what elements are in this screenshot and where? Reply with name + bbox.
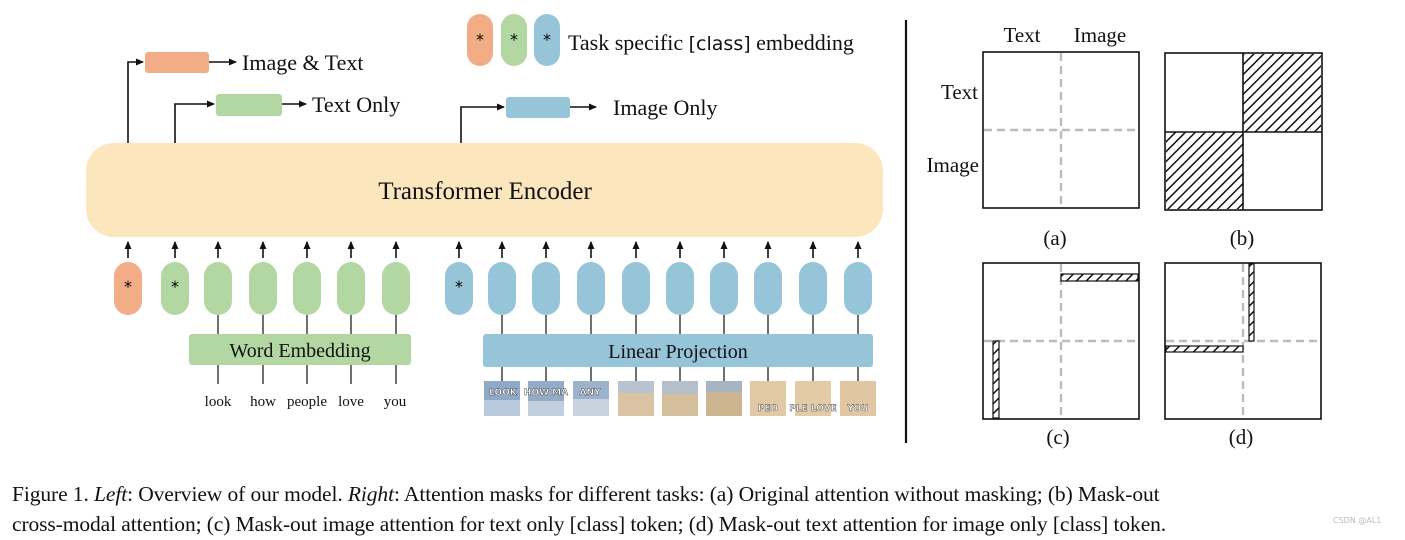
patch-token bbox=[710, 262, 738, 315]
legend: * * * Task specific [class] embedding bbox=[467, 14, 854, 66]
mask-label-c: (c) bbox=[1046, 425, 1069, 449]
output-text-only: Text Only bbox=[174, 92, 400, 145]
svg-text:*: * bbox=[543, 30, 551, 49]
word: look bbox=[205, 394, 232, 410]
word-list: look how people love you bbox=[205, 394, 407, 410]
word: love bbox=[338, 394, 364, 410]
patch-token bbox=[799, 262, 827, 315]
figure-caption: Figure 1. Left: Overview of our model. R… bbox=[12, 479, 1402, 539]
mask-a: (a) bbox=[982, 51, 1140, 250]
patch-token bbox=[844, 262, 872, 315]
svg-text:*: * bbox=[455, 277, 463, 296]
word-token bbox=[204, 262, 232, 315]
transformer-encoder bbox=[86, 143, 883, 237]
output-label-text-only: Text Only bbox=[312, 92, 400, 117]
word-embedding-label: Word Embedding bbox=[229, 340, 370, 362]
legend-token-image bbox=[534, 14, 560, 66]
svg-text:*: * bbox=[510, 30, 518, 49]
patch-token bbox=[532, 262, 560, 315]
patch-token bbox=[488, 262, 516, 315]
mask-label-b: (b) bbox=[1230, 226, 1255, 250]
image-patch bbox=[750, 381, 786, 416]
word-token bbox=[382, 262, 410, 315]
legend-token-text bbox=[501, 14, 527, 66]
svg-text:*: * bbox=[124, 277, 132, 296]
output-image-text: Image & Text bbox=[127, 50, 363, 145]
patch-token bbox=[622, 262, 650, 315]
word-token bbox=[337, 262, 365, 315]
architecture-figure: * * * Task specific [class] embedding Im… bbox=[86, 14, 1323, 449]
patch-token bbox=[754, 262, 782, 315]
mask-axis-labels: Text Image Text Image bbox=[927, 23, 1127, 177]
svg-text:YOU: YOU bbox=[846, 404, 868, 414]
image-patch bbox=[840, 381, 876, 416]
patch-token bbox=[666, 262, 694, 315]
output-label-image-text: Image & Text bbox=[242, 50, 363, 75]
mask-label-a: (a) bbox=[1043, 226, 1066, 250]
mask-c: (c) bbox=[982, 262, 1140, 449]
svg-text:PEO: PEO bbox=[758, 404, 779, 414]
svg-text:LOOK: LOOK bbox=[489, 388, 518, 398]
word: you bbox=[384, 394, 407, 410]
class-tokens: * * * bbox=[114, 262, 473, 315]
svg-text:ANY: ANY bbox=[579, 388, 600, 398]
word-token bbox=[293, 262, 321, 315]
linear-projection-label: Linear Projection bbox=[608, 341, 747, 363]
legend-token-image-text bbox=[467, 14, 493, 66]
svg-text:*: * bbox=[171, 277, 179, 296]
word: people bbox=[287, 394, 327, 410]
output-image-only: Image Only bbox=[460, 95, 717, 145]
head-image-only bbox=[506, 97, 570, 118]
svg-text:HOW MA: HOW MA bbox=[524, 388, 568, 398]
svg-text:Text: Text bbox=[1003, 23, 1040, 47]
encoder-label: Transformer Encoder bbox=[378, 178, 592, 205]
word-token bbox=[249, 262, 277, 315]
linear-projection-bar bbox=[483, 334, 873, 367]
svg-text:Image: Image bbox=[1074, 23, 1126, 47]
watermark: CSDN @AL1 bbox=[1333, 516, 1382, 525]
class-token-image bbox=[445, 262, 473, 315]
image-patches: LOOK HOW MA ANY PEO PLE LOVE YOU bbox=[484, 381, 876, 416]
caption-line-2: cross-modal attention; (c) Mask-out imag… bbox=[12, 512, 1167, 536]
head-text-only bbox=[216, 94, 282, 116]
patch-token bbox=[577, 262, 605, 315]
word-tokens bbox=[204, 262, 410, 315]
class-token-text bbox=[161, 262, 189, 315]
image-patch bbox=[795, 381, 831, 416]
svg-text:Text: Text bbox=[941, 80, 978, 104]
word-embedding-bar bbox=[189, 334, 411, 365]
mask-label-d: (d) bbox=[1229, 425, 1254, 449]
svg-text:PLE LOVE: PLE LOVE bbox=[789, 404, 837, 414]
class-token-image-text bbox=[114, 262, 142, 315]
word: how bbox=[250, 394, 276, 410]
output-label-image-only: Image Only bbox=[613, 95, 717, 120]
patch-tokens bbox=[488, 262, 872, 315]
head-image-text bbox=[145, 52, 209, 73]
mask-b: (b) bbox=[1164, 52, 1323, 250]
legend-label: Task specific [class] embedding bbox=[568, 30, 854, 55]
mask-d: (d) bbox=[1164, 262, 1322, 449]
svg-text:*: * bbox=[476, 30, 484, 49]
token-arrows bbox=[124, 241, 862, 258]
svg-text:Image: Image bbox=[927, 153, 979, 177]
caption-line-1: Figure 1. Left: Overview of our model. R… bbox=[12, 482, 1160, 506]
